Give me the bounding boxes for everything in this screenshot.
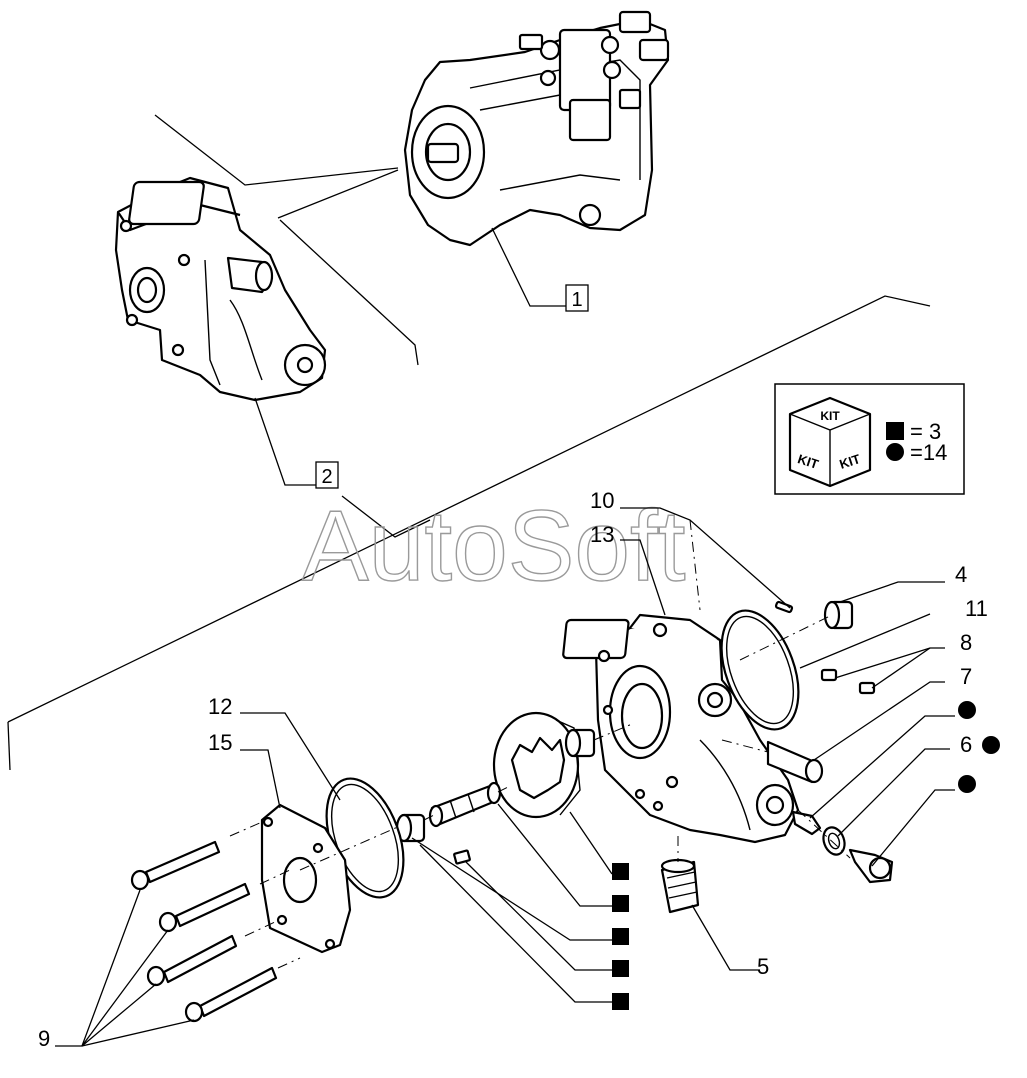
callout-13: 13 — [590, 522, 614, 547]
callout-6: 6 — [960, 732, 972, 757]
callout-9: 9 — [38, 1026, 50, 1051]
autosoft-watermark: AutoSoft — [302, 490, 686, 602]
callout-15: 15 — [208, 730, 232, 755]
pump-housing — [562, 613, 800, 844]
bearing-4 — [823, 600, 854, 630]
charge-pump-assembly — [114, 176, 327, 402]
gear-pump-rotor — [492, 711, 581, 819]
square-marker-icon — [886, 422, 904, 440]
circle-marker-count: =14 — [910, 440, 947, 465]
callout-10: 10 — [590, 488, 614, 513]
callout-2-box — [315, 461, 339, 489]
needle-bearing-upper — [564, 728, 596, 758]
kit-cube-right-label: KIT — [838, 451, 863, 472]
screws-9 — [130, 840, 278, 1023]
plug-8 — [820, 668, 876, 695]
cap-plug-circle-marked — [848, 848, 894, 884]
axis-lines — [229, 519, 851, 969]
cover-plate-15 — [260, 803, 352, 954]
circle-marker-icon — [958, 701, 976, 719]
circle-marker-icon — [982, 736, 1000, 754]
square-marker-icon — [612, 993, 629, 1010]
o-ring-11 — [720, 609, 800, 731]
kit-legend: KIT KIT KIT = 3 =14 — [774, 383, 965, 495]
fitting-circle-marked — [791, 810, 822, 836]
construction-lines — [7, 114, 931, 771]
leader-1 — [491, 227, 566, 307]
filter-5 — [660, 858, 700, 914]
callout-1: 1 — [571, 289, 582, 311]
kit-cube-left-label: KIT — [796, 451, 821, 472]
circle-marker-icon — [886, 443, 904, 461]
square-marker-icon — [612, 895, 629, 912]
drive-shaft — [428, 781, 502, 828]
square-marker-count: = 3 — [910, 419, 941, 444]
callout-12: 12 — [208, 694, 232, 719]
leader-lines — [55, 507, 955, 1047]
callout-2: 2 — [321, 466, 332, 488]
key — [453, 849, 471, 865]
square-marker-icon — [612, 960, 629, 977]
callout-1-box — [565, 284, 589, 312]
square-marker-icon — [612, 863, 629, 880]
callout-4: 4 — [955, 562, 967, 587]
callout-8: 8 — [960, 630, 972, 655]
square-marker-icon — [612, 928, 629, 945]
callout-7: 7 — [960, 664, 972, 689]
kit-cube-top-label: KIT — [820, 409, 840, 423]
callout-11: 11 — [965, 596, 988, 621]
kit-markers — [612, 701, 1000, 1010]
circle-marker-icon — [958, 775, 976, 793]
leader-2 — [254, 397, 316, 486]
callout-5: 5 — [757, 954, 769, 979]
main-pump-assembly — [403, 10, 670, 247]
